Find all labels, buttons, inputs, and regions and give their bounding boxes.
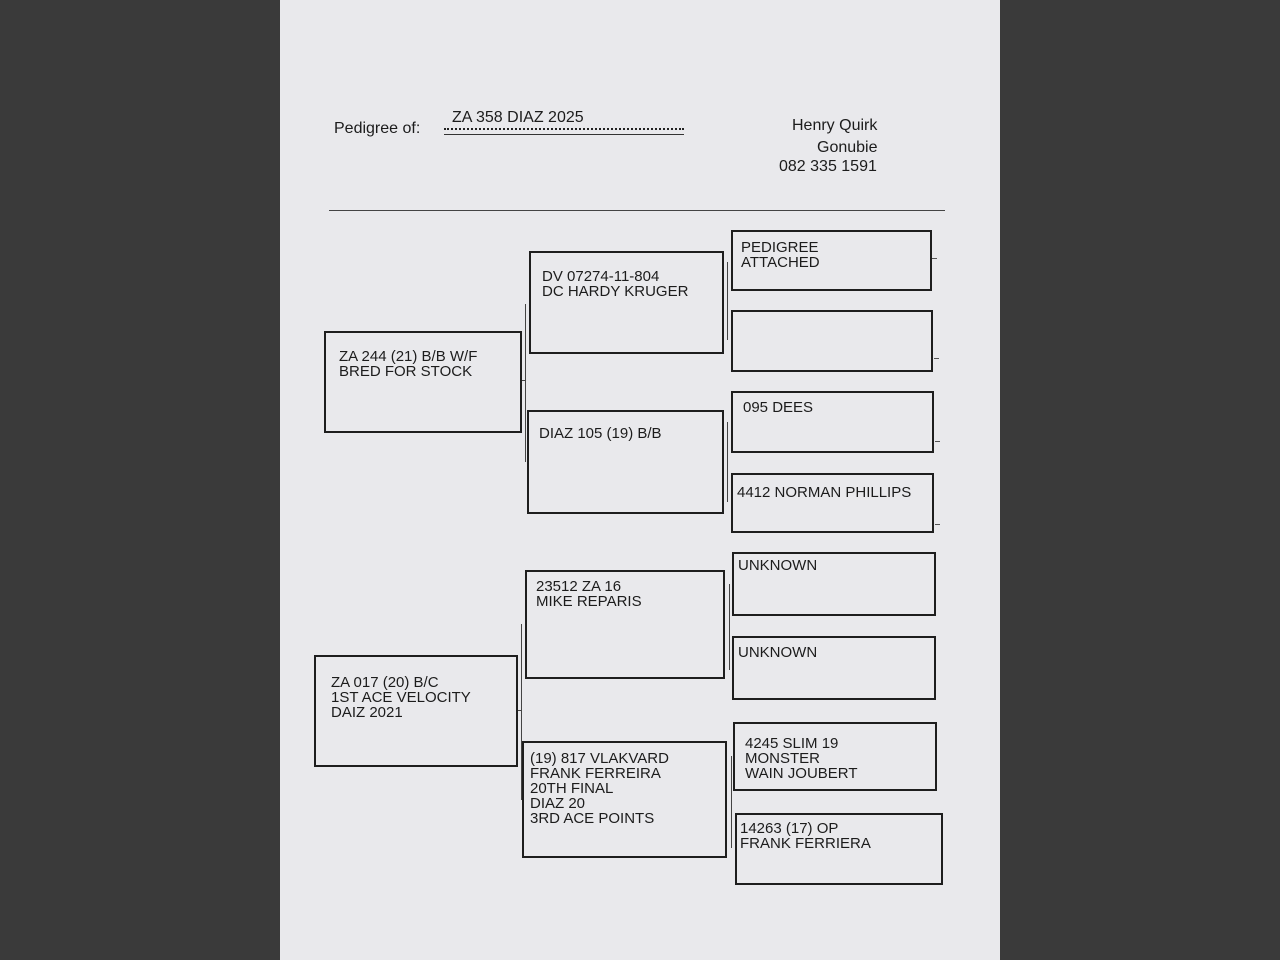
owner-name: Henry Quirk: [792, 117, 878, 134]
connector: [521, 624, 522, 800]
connector: [729, 584, 730, 670]
owner-phone: 082 335 1591: [779, 158, 877, 175]
sire-dam-box: DIAZ 105 (19) B/B: [527, 410, 724, 514]
sire-dam-sire-box: 095 DEES: [731, 391, 934, 453]
edge-tick: [935, 524, 940, 525]
edge-tick: [935, 441, 940, 442]
connector: [518, 710, 522, 711]
pedigree-of-label: Pedigree of:: [334, 120, 421, 137]
edge-tick: [934, 358, 939, 359]
dam-sire-box: 23512 ZA 16 MIKE REPARIS: [525, 570, 725, 679]
dam-dam-text: (19) 817 VLAKVARD FRANK FERREIRA 20TH FI…: [530, 750, 669, 827]
sire-sire-sire-text: PEDIGREE ATTACHED: [741, 239, 820, 271]
dam-sire-sire-box: UNKNOWN: [732, 552, 936, 616]
dam-sire-dam-box: UNKNOWN: [732, 636, 936, 700]
dam-dam-sire-text: 4245 SLIM 19 MONSTER WAIN JOUBERT: [745, 735, 858, 782]
connector: [727, 262, 728, 340]
connector: [731, 756, 732, 848]
dam-dam-box: (19) 817 VLAKVARD FRANK FERREIRA 20TH FI…: [522, 741, 727, 858]
dam-sire-text: 23512 ZA 16 MIKE REPARIS: [536, 578, 642, 610]
sire-dam-dam-box: 4412 NORMAN PHILLIPS: [731, 473, 934, 533]
dam-dam-dam-box: 14263 (17) OP FRANK FERRIERA: [735, 813, 943, 885]
sire-sire-dam-box: [731, 310, 933, 372]
sire-text: ZA 244 (21) B/B W/F BRED FOR STOCK: [339, 348, 478, 380]
sire-sire-text: DV 07274-11-804 DC HARDY KRUGER: [542, 268, 689, 300]
bird-id-underline: [444, 134, 684, 135]
connector: [525, 304, 526, 462]
pedigree-sheet: [280, 0, 1000, 960]
bird-id: ZA 358 DIAZ 2025: [452, 109, 584, 126]
owner-town: Gonubie: [817, 139, 878, 156]
edge-tick: [932, 258, 937, 259]
dam-sire-dam-text: UNKNOWN: [738, 644, 818, 661]
dam-text: ZA 017 (20) B/C 1ST ACE VELOCITY DAIZ 20…: [331, 674, 471, 721]
connector: [522, 380, 526, 381]
dam-dam-dam-text: 14263 (17) OP FRANK FERRIERA: [740, 820, 871, 852]
sire-dam-sire-text: 095 DEES: [743, 399, 814, 416]
sire-dam-dam-text: 4412 NORMAN PHILLIPS: [737, 484, 912, 501]
connector: [727, 422, 728, 502]
header-divider: [329, 210, 945, 211]
bird-id-dotted-line: [444, 128, 684, 130]
sire-dam-text: DIAZ 105 (19) B/B: [539, 425, 662, 442]
sire-sire-sire-box: PEDIGREE ATTACHED: [731, 230, 932, 291]
dam-dam-sire-box: 4245 SLIM 19 MONSTER WAIN JOUBERT: [733, 722, 937, 791]
sire-sire-box: DV 07274-11-804 DC HARDY KRUGER: [529, 251, 724, 354]
dam-sire-sire-text: UNKNOWN: [738, 557, 818, 574]
sire-box: ZA 244 (21) B/B W/F BRED FOR STOCK: [324, 331, 522, 433]
dam-box: ZA 017 (20) B/C 1ST ACE VELOCITY DAIZ 20…: [314, 655, 518, 767]
